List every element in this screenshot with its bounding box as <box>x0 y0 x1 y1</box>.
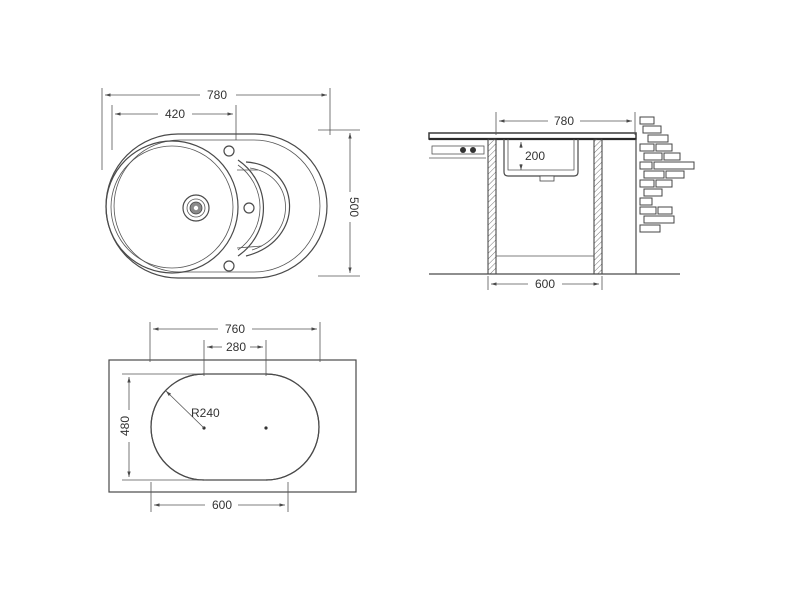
main-bowl <box>105 140 239 274</box>
side-width-dimension: 780 <box>495 112 636 135</box>
cutout-view: 760 280 480 R240 600 <box>108 322 357 512</box>
cutout-depth-dimension: 480 <box>118 373 206 481</box>
radius-leader <box>165 390 205 429</box>
drainer-arc-outer <box>237 159 265 257</box>
side-view: 780 200 600 <box>428 112 695 291</box>
overflow-hole <box>243 202 255 214</box>
side-cabinet-label: 600 <box>535 277 555 291</box>
brick-wall <box>639 116 695 233</box>
cutout-shape <box>150 373 320 481</box>
cutout-width-dimension: 760 <box>149 322 321 362</box>
control-knob-icon <box>470 147 476 153</box>
cutout-bottom-label: 600 <box>212 498 232 512</box>
cutout-width-label: 760 <box>225 322 245 336</box>
center-mark-icon <box>264 426 268 430</box>
countertop-outline <box>108 359 357 493</box>
cutout-straight-label: 280 <box>226 340 246 354</box>
drain-fitting-icon <box>539 175 555 182</box>
side-cabinet-dimension: 600 <box>487 276 603 291</box>
bowl-depth-label: 200 <box>525 149 545 163</box>
top-bowl-dimension: 420 <box>111 105 237 150</box>
top-width-label: 780 <box>207 88 227 102</box>
cutout-depth-label: 480 <box>118 416 132 436</box>
sink-outline <box>105 133 328 279</box>
radius-label: R240 <box>191 406 220 420</box>
tap-hole-bottom <box>223 260 235 272</box>
top-bowl-label: 420 <box>165 107 185 121</box>
cabinet-wall-right <box>593 138 603 275</box>
side-width-label: 780 <box>554 114 574 128</box>
cutout-bottom-dimension: 600 <box>150 482 289 512</box>
top-depth-dimension: 500 <box>318 129 361 277</box>
drainer-ring <box>245 161 291 257</box>
control-knob-icon <box>460 147 466 153</box>
tap-hole-top <box>223 145 235 157</box>
top-view: 780 420 500 <box>101 88 361 279</box>
top-width-dimension: 780 <box>101 88 331 170</box>
drain-icon <box>182 194 210 222</box>
top-depth-label: 500 <box>347 197 361 217</box>
cutout-straight-dimension: 280 <box>203 340 267 376</box>
cabinet-wall-left <box>487 138 497 275</box>
